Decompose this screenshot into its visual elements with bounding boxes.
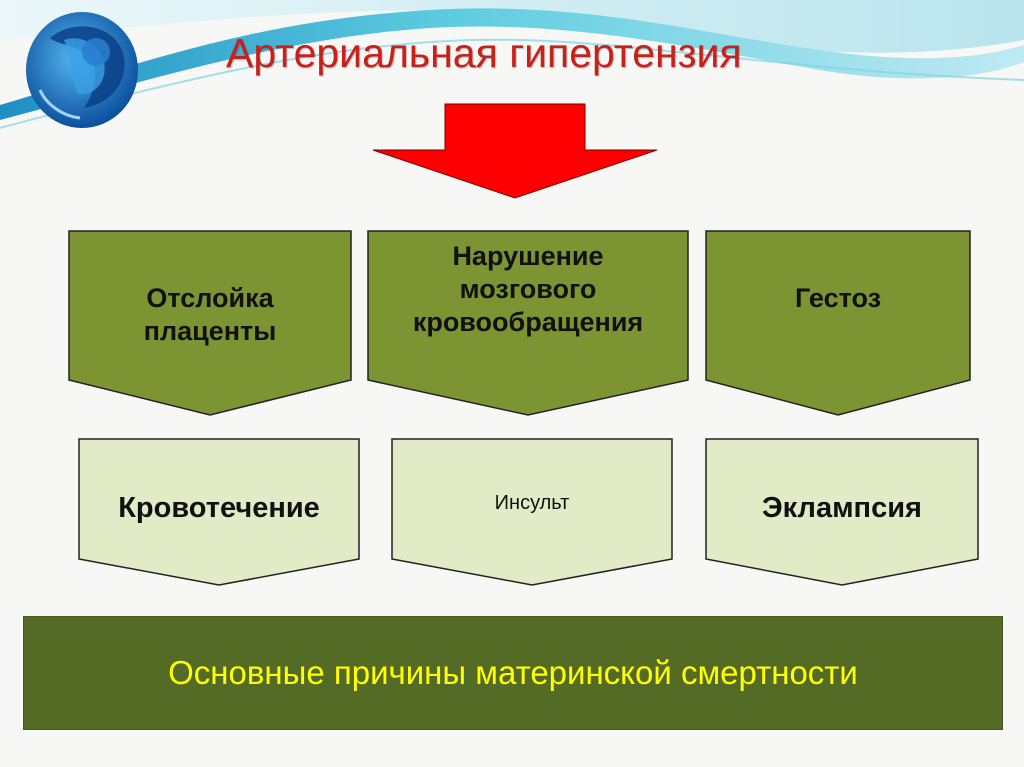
box-cerebral-circulation: Нарушение мозгового кровообращения <box>367 230 689 416</box>
box-label: Инсульт <box>494 492 570 514</box>
banner-text: Основные причины материнской смертности <box>168 654 858 691</box>
box-label: Кровотечение <box>118 492 320 524</box>
slide-title: Артериальная гипертензия <box>226 30 742 76</box>
box-eclampsia: Эклампсия <box>705 438 979 586</box>
box-line: кровообращения <box>412 306 644 337</box>
box-line: Нарушение <box>452 241 604 271</box>
box-stroke: Инсульт <box>391 438 673 586</box>
wave-dark <box>0 8 1024 120</box>
box-line: мозгового <box>459 273 597 304</box>
fetus-logo-icon <box>26 12 138 128</box>
box-label: Эклампсия <box>762 492 922 524</box>
box-bleeding: Кровотечение <box>78 438 360 586</box>
box-line: плаценты <box>143 315 277 346</box>
box-line: Отслойка <box>146 283 274 313</box>
wave-thin <box>0 38 1024 129</box>
summary-banner: Основные причины материнской смертности <box>23 616 1003 730</box>
box-line: Гестоз <box>794 283 882 313</box>
box-gestosis: Гестоз <box>705 230 971 416</box>
box-placental-abruption: Отслойка плаценты <box>68 230 352 416</box>
wave-light <box>0 0 1024 53</box>
down-arrow <box>372 103 658 199</box>
